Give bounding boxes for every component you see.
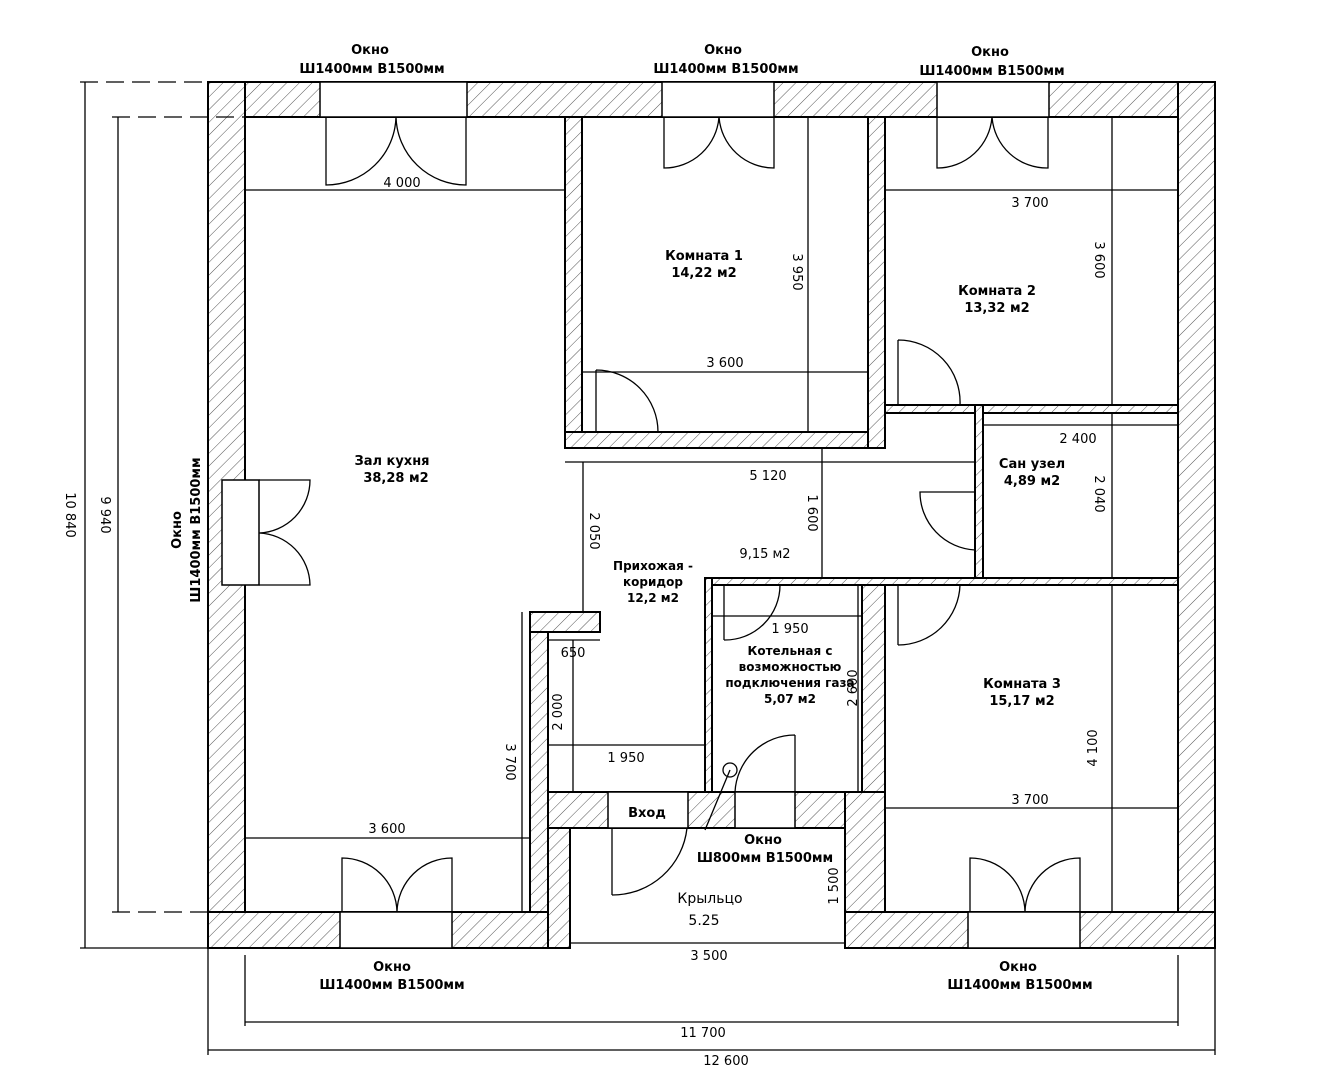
- dim: 1 950: [607, 751, 644, 766]
- window-room2: [936, 81, 1050, 118]
- wall-closet-top: [529, 611, 601, 633]
- room-name: коридор: [623, 575, 683, 589]
- dim: 1 950: [771, 622, 808, 637]
- door-swings: [258, 116, 1081, 913]
- room-area: 4,89 м2: [1004, 474, 1060, 489]
- room-area: 13,32 м2: [964, 301, 1029, 316]
- dim: 2 400: [1059, 432, 1096, 447]
- wall-right: [1177, 81, 1216, 949]
- dim: 12 600: [703, 1054, 749, 1069]
- window-label: Окно: [999, 960, 1037, 975]
- walls: [207, 81, 1216, 949]
- room-area: 12,2 м2: [627, 591, 679, 605]
- dim: 3 700: [1011, 196, 1048, 211]
- window-size: Ш1400мм В1500мм: [319, 978, 464, 993]
- room-name: Комната 1: [665, 249, 743, 264]
- wall-bath-left: [974, 404, 984, 586]
- wall-room1-bottom: [564, 431, 886, 449]
- room-name: Комната 3: [983, 677, 1061, 692]
- dim: 4 100: [1086, 729, 1101, 766]
- window-room3: [967, 911, 1081, 949]
- wall-porch-left: [547, 827, 571, 949]
- wall-boiler-left: [704, 577, 713, 793]
- dim: 3 500: [690, 949, 727, 964]
- window-size: Ш1400мм В1500мм: [919, 64, 1064, 79]
- dim: 3 600: [1091, 241, 1106, 278]
- window-openings: [221, 81, 1081, 949]
- window-size: Ш1400мм В1500мм: [189, 457, 204, 602]
- dim: 2 040: [1091, 475, 1106, 512]
- dimension-lines: [80, 81, 1216, 1055]
- room-area: 5.25: [688, 913, 719, 929]
- wall-entry: [547, 791, 886, 829]
- window-label: Окно: [704, 43, 742, 58]
- dim: 3 600: [368, 822, 405, 837]
- dim: 3 950: [789, 253, 804, 290]
- room-name: Комната 2: [958, 284, 1036, 299]
- room-name: Сан узел: [999, 457, 1065, 472]
- window-size: Ш1400мм В1500мм: [947, 978, 1092, 993]
- dim: 3 700: [502, 743, 517, 780]
- dim: 10 840: [62, 492, 77, 538]
- dim: 3 600: [706, 356, 743, 371]
- dim: 11 700: [680, 1026, 726, 1041]
- window-label: Окно: [351, 43, 389, 58]
- wall-room3-left: [844, 791, 886, 913]
- dim: 2 000: [551, 693, 566, 730]
- wall-room2-bottom: [884, 404, 1179, 414]
- wall-boiler-right: [861, 584, 886, 793]
- window-label: Окно: [373, 960, 411, 975]
- room-name: Зал кухня: [354, 454, 429, 469]
- entry-label: Вход: [628, 806, 666, 821]
- wall-corridor-bottom: [704, 577, 1179, 586]
- window-room1: [661, 81, 775, 118]
- room-area: 9,15 м2: [739, 547, 790, 562]
- room-name: подключения газа: [725, 676, 854, 690]
- window-labels: Окно Ш1400мм В1500мм Окно Ш1400мм В1500м…: [170, 43, 1093, 993]
- room-name: Крыльцо: [677, 891, 742, 907]
- room-name: возможностью: [739, 660, 842, 674]
- window-hall-bottom: [339, 911, 453, 949]
- dim: 9 940: [97, 496, 112, 533]
- window-size: Ш1400мм В1500мм: [653, 62, 798, 77]
- entry-door-opening[interactable]: [607, 791, 689, 829]
- wall-room1-room2: [867, 116, 886, 449]
- room-area: 38,28 м2: [363, 471, 428, 486]
- window-size: Ш1400мм В1500мм: [299, 62, 444, 77]
- room-area: 5,07 м2: [764, 692, 816, 706]
- window-label: Окно: [971, 45, 1009, 60]
- window-hall-top: [319, 81, 468, 118]
- room-name: Котельная с: [748, 644, 833, 658]
- room-area: 15,17 м2: [989, 694, 1054, 709]
- dim: 2 600: [846, 669, 861, 706]
- window-hall-left: [221, 479, 260, 586]
- wall-room1-left: [564, 116, 583, 449]
- window-label: Окно: [744, 833, 782, 848]
- dim: 3 700: [1011, 793, 1048, 808]
- dim: 5 120: [749, 469, 786, 484]
- dim: 4 000: [383, 176, 420, 191]
- window-boiler: [734, 791, 796, 829]
- dim: 650: [561, 646, 586, 661]
- dimension-labels: 4 000 3 600 3 950 3 700 3 600 2 400 2 04…: [62, 176, 1106, 1069]
- room-name: Прихожая -: [613, 559, 693, 573]
- dim: 2 050: [586, 512, 601, 549]
- dim: 1 500: [827, 867, 842, 904]
- window-size: Ш800мм В1500мм: [697, 851, 833, 866]
- dim: 1 600: [804, 494, 819, 531]
- window-label: Окно: [170, 511, 185, 549]
- wall-closet-left: [529, 611, 549, 913]
- room-labels: Зал кухня 38,28 м2 Комната 1 14,22 м2 Ко…: [354, 249, 1065, 929]
- room-area: 14,22 м2: [671, 266, 736, 281]
